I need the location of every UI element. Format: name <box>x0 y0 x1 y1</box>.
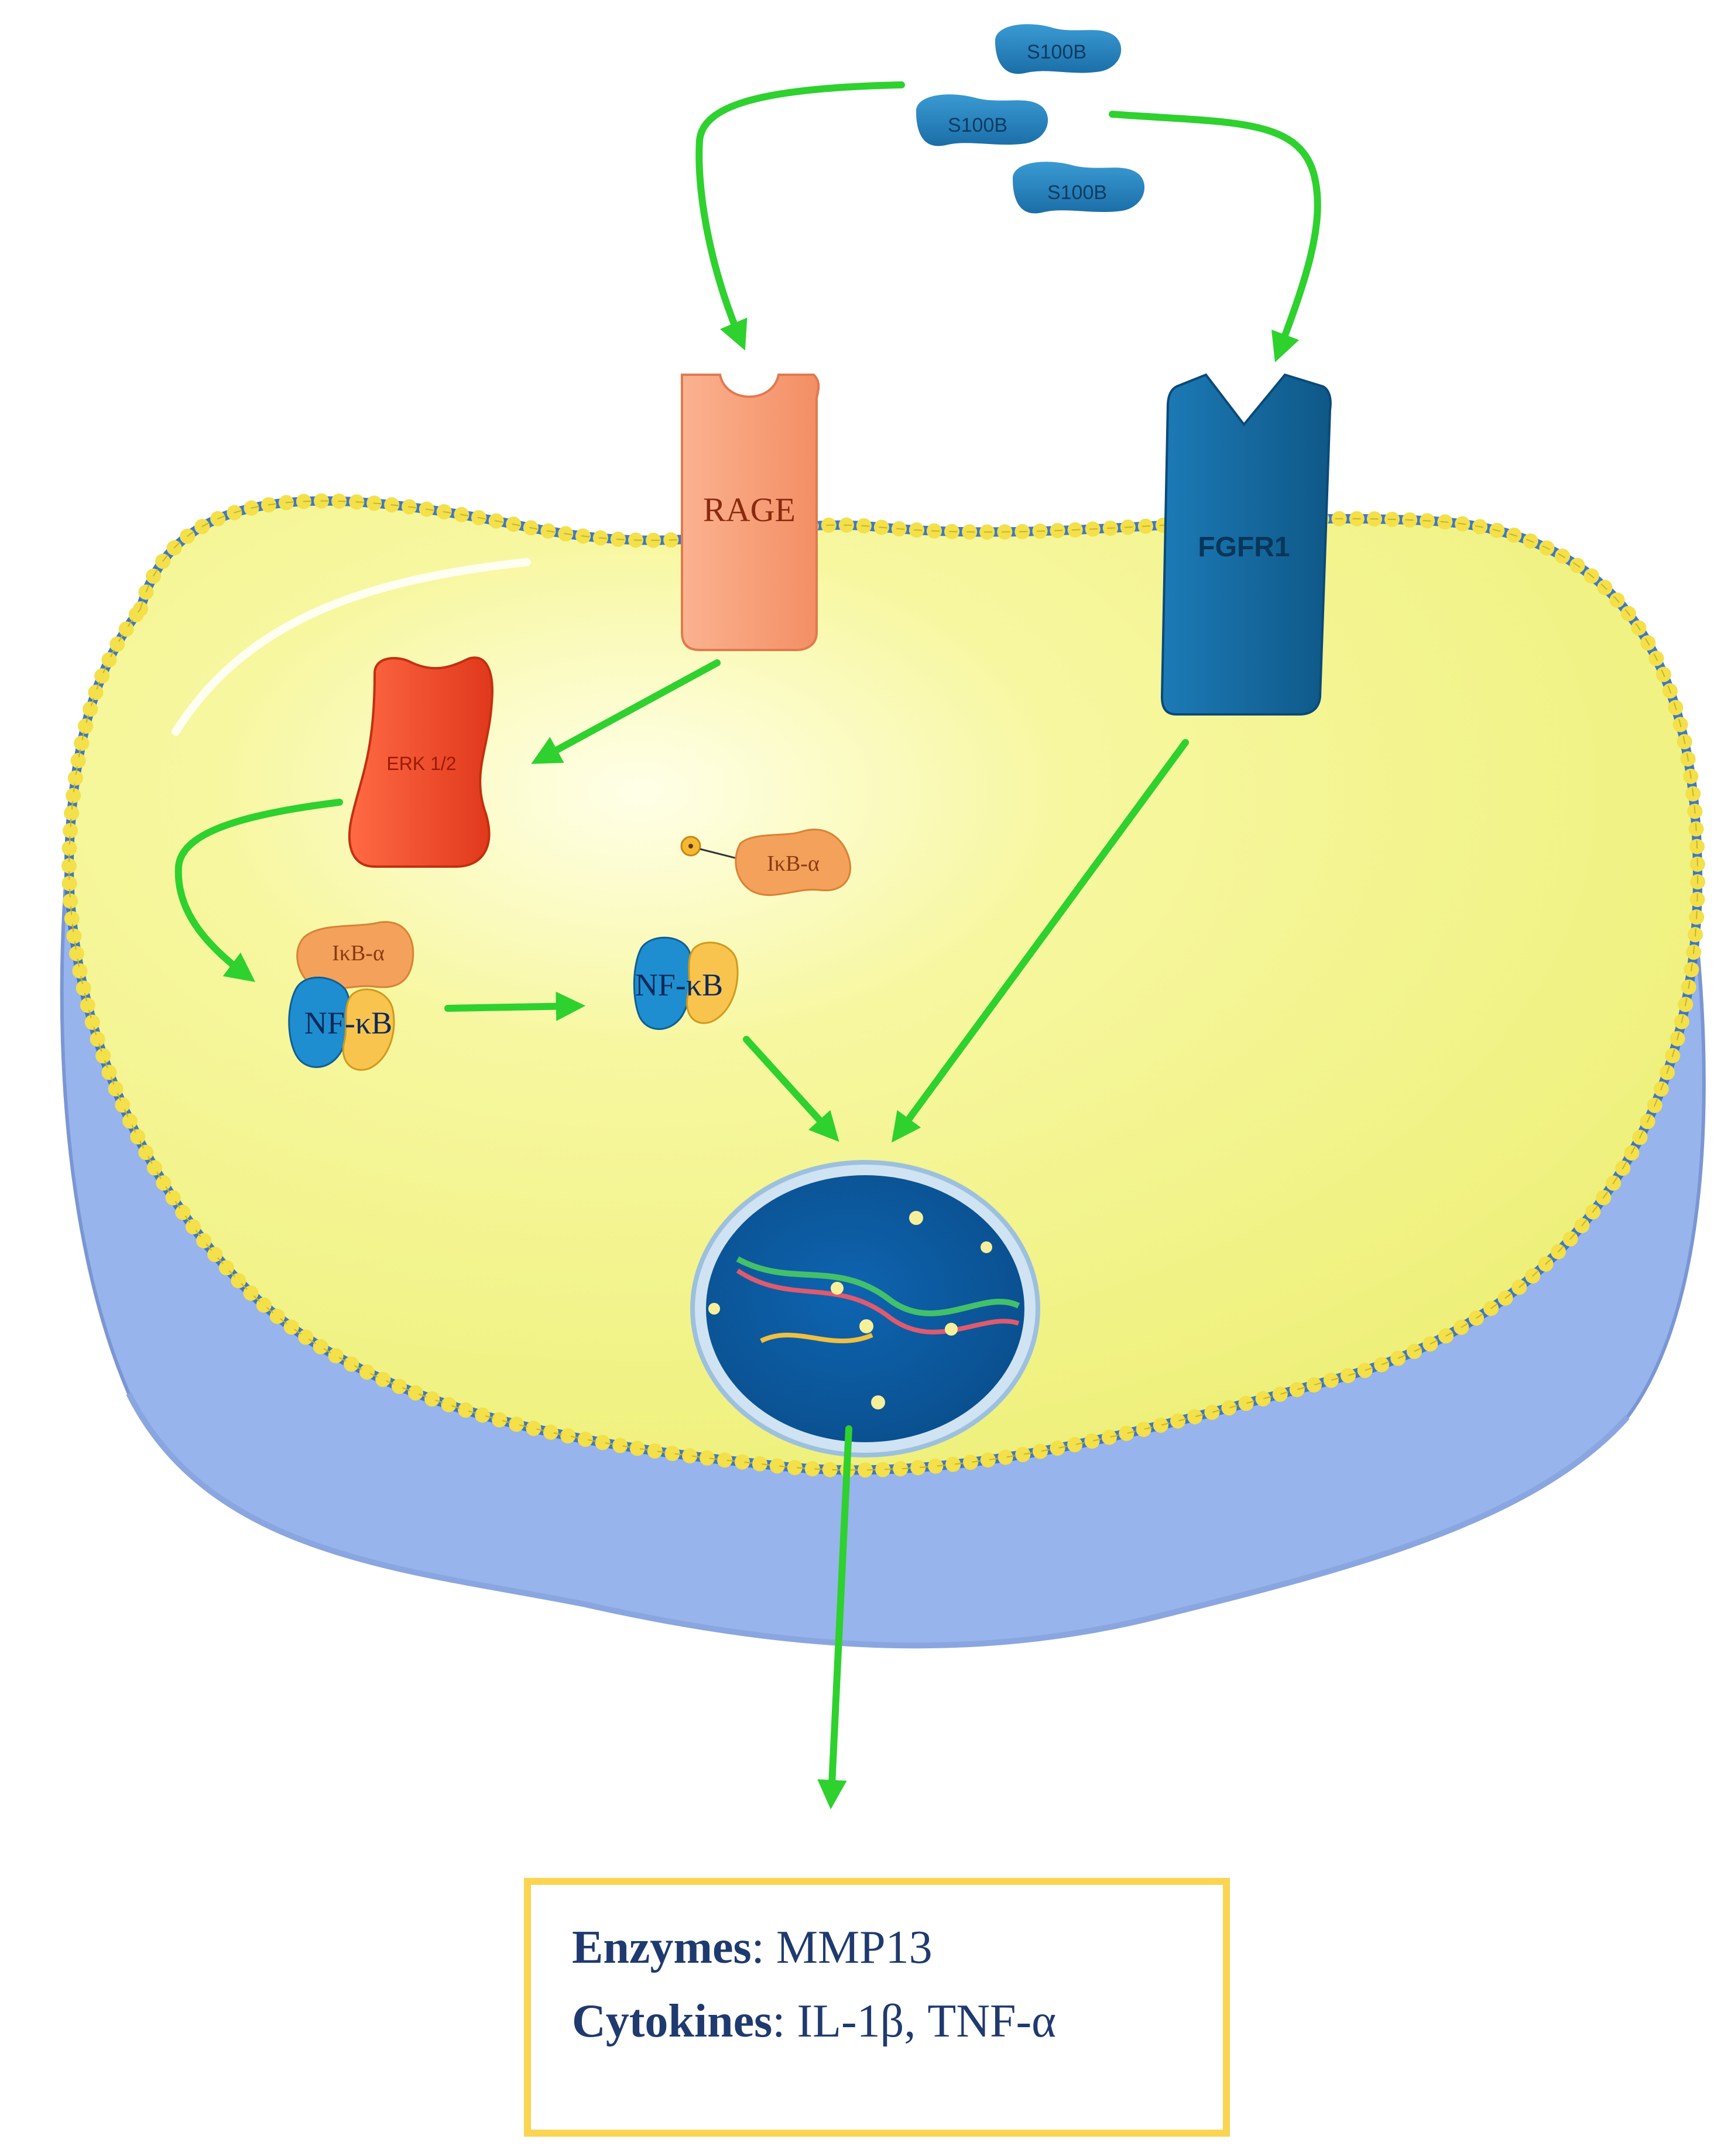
ikb-alpha-phosphorylated: IκB-α <box>680 829 852 896</box>
ligand-s100b-1: S100B <box>995 24 1122 74</box>
ligand-s100b-2-label: S100B <box>948 114 1007 136</box>
nfkb-free: NF-κB <box>633 936 739 1030</box>
ikb-bound-label: IκB-α <box>332 941 385 966</box>
arrow-nfkb-to-nucleus <box>743 1036 839 1142</box>
arrow-s100b-to-rage <box>695 81 905 351</box>
cytokines-value: : IL-1β, TNF-α <box>772 1996 1057 2047</box>
receptor-rage: RAGE <box>681 374 820 651</box>
arrow-nucleus-to-output <box>817 1425 852 1810</box>
cytokines-line: Cytokines: IL-1β, TNF-α <box>572 1995 1056 2048</box>
rage-label: RAGE <box>703 491 796 529</box>
arrow-erk-to-complex <box>174 799 343 983</box>
nucleus <box>690 1160 1040 1457</box>
enzymes-line: Enzymes: MMP13 <box>572 1921 933 1974</box>
ligand-s100b-3: S100B <box>1013 162 1145 214</box>
enzymes-label: Enzymes <box>572 1922 752 1973</box>
arrow-complex-to-nfkb <box>444 991 586 1021</box>
ligand-s100b-3-label: S100B <box>1047 182 1107 204</box>
ikb-nfkb-complex: IκB-α NF-κB <box>288 920 414 1071</box>
ligand-s100b-1-label: S100B <box>1027 41 1086 63</box>
ligand-s100b-2: S100B <box>916 94 1048 146</box>
cell-highlight <box>172 558 531 736</box>
arrow-s100b-to-fgfr1 <box>1109 111 1321 362</box>
arrows <box>174 81 1321 1810</box>
nfkb-complex-label: NF-κB <box>304 1005 392 1041</box>
arrow-rage-to-erk <box>531 659 721 764</box>
enzymes-value: : MMP13 <box>751 1922 933 1973</box>
erk-1-2: ERK 1/2 <box>348 656 493 868</box>
cytokines-label: Cytokines <box>572 1996 773 2047</box>
cell-base-shadow <box>126 1392 1630 1649</box>
erk-label: ERK 1/2 <box>386 753 456 774</box>
membrane-lipid-heads-outline <box>68 500 1699 1471</box>
output-box: Enzymes: MMP13 Cytokines: IL-1β, TNF-α <box>524 1878 1230 2137</box>
ikb-free-label: IκB-α <box>767 851 820 876</box>
arrow-fgfr1-to-nucleus <box>892 739 1189 1143</box>
nfkb-free-label: NF-κB <box>635 967 723 1002</box>
receptor-fgfr1: FGFR1 <box>1160 373 1332 716</box>
fgfr1-label: FGFR1 <box>1198 532 1290 563</box>
